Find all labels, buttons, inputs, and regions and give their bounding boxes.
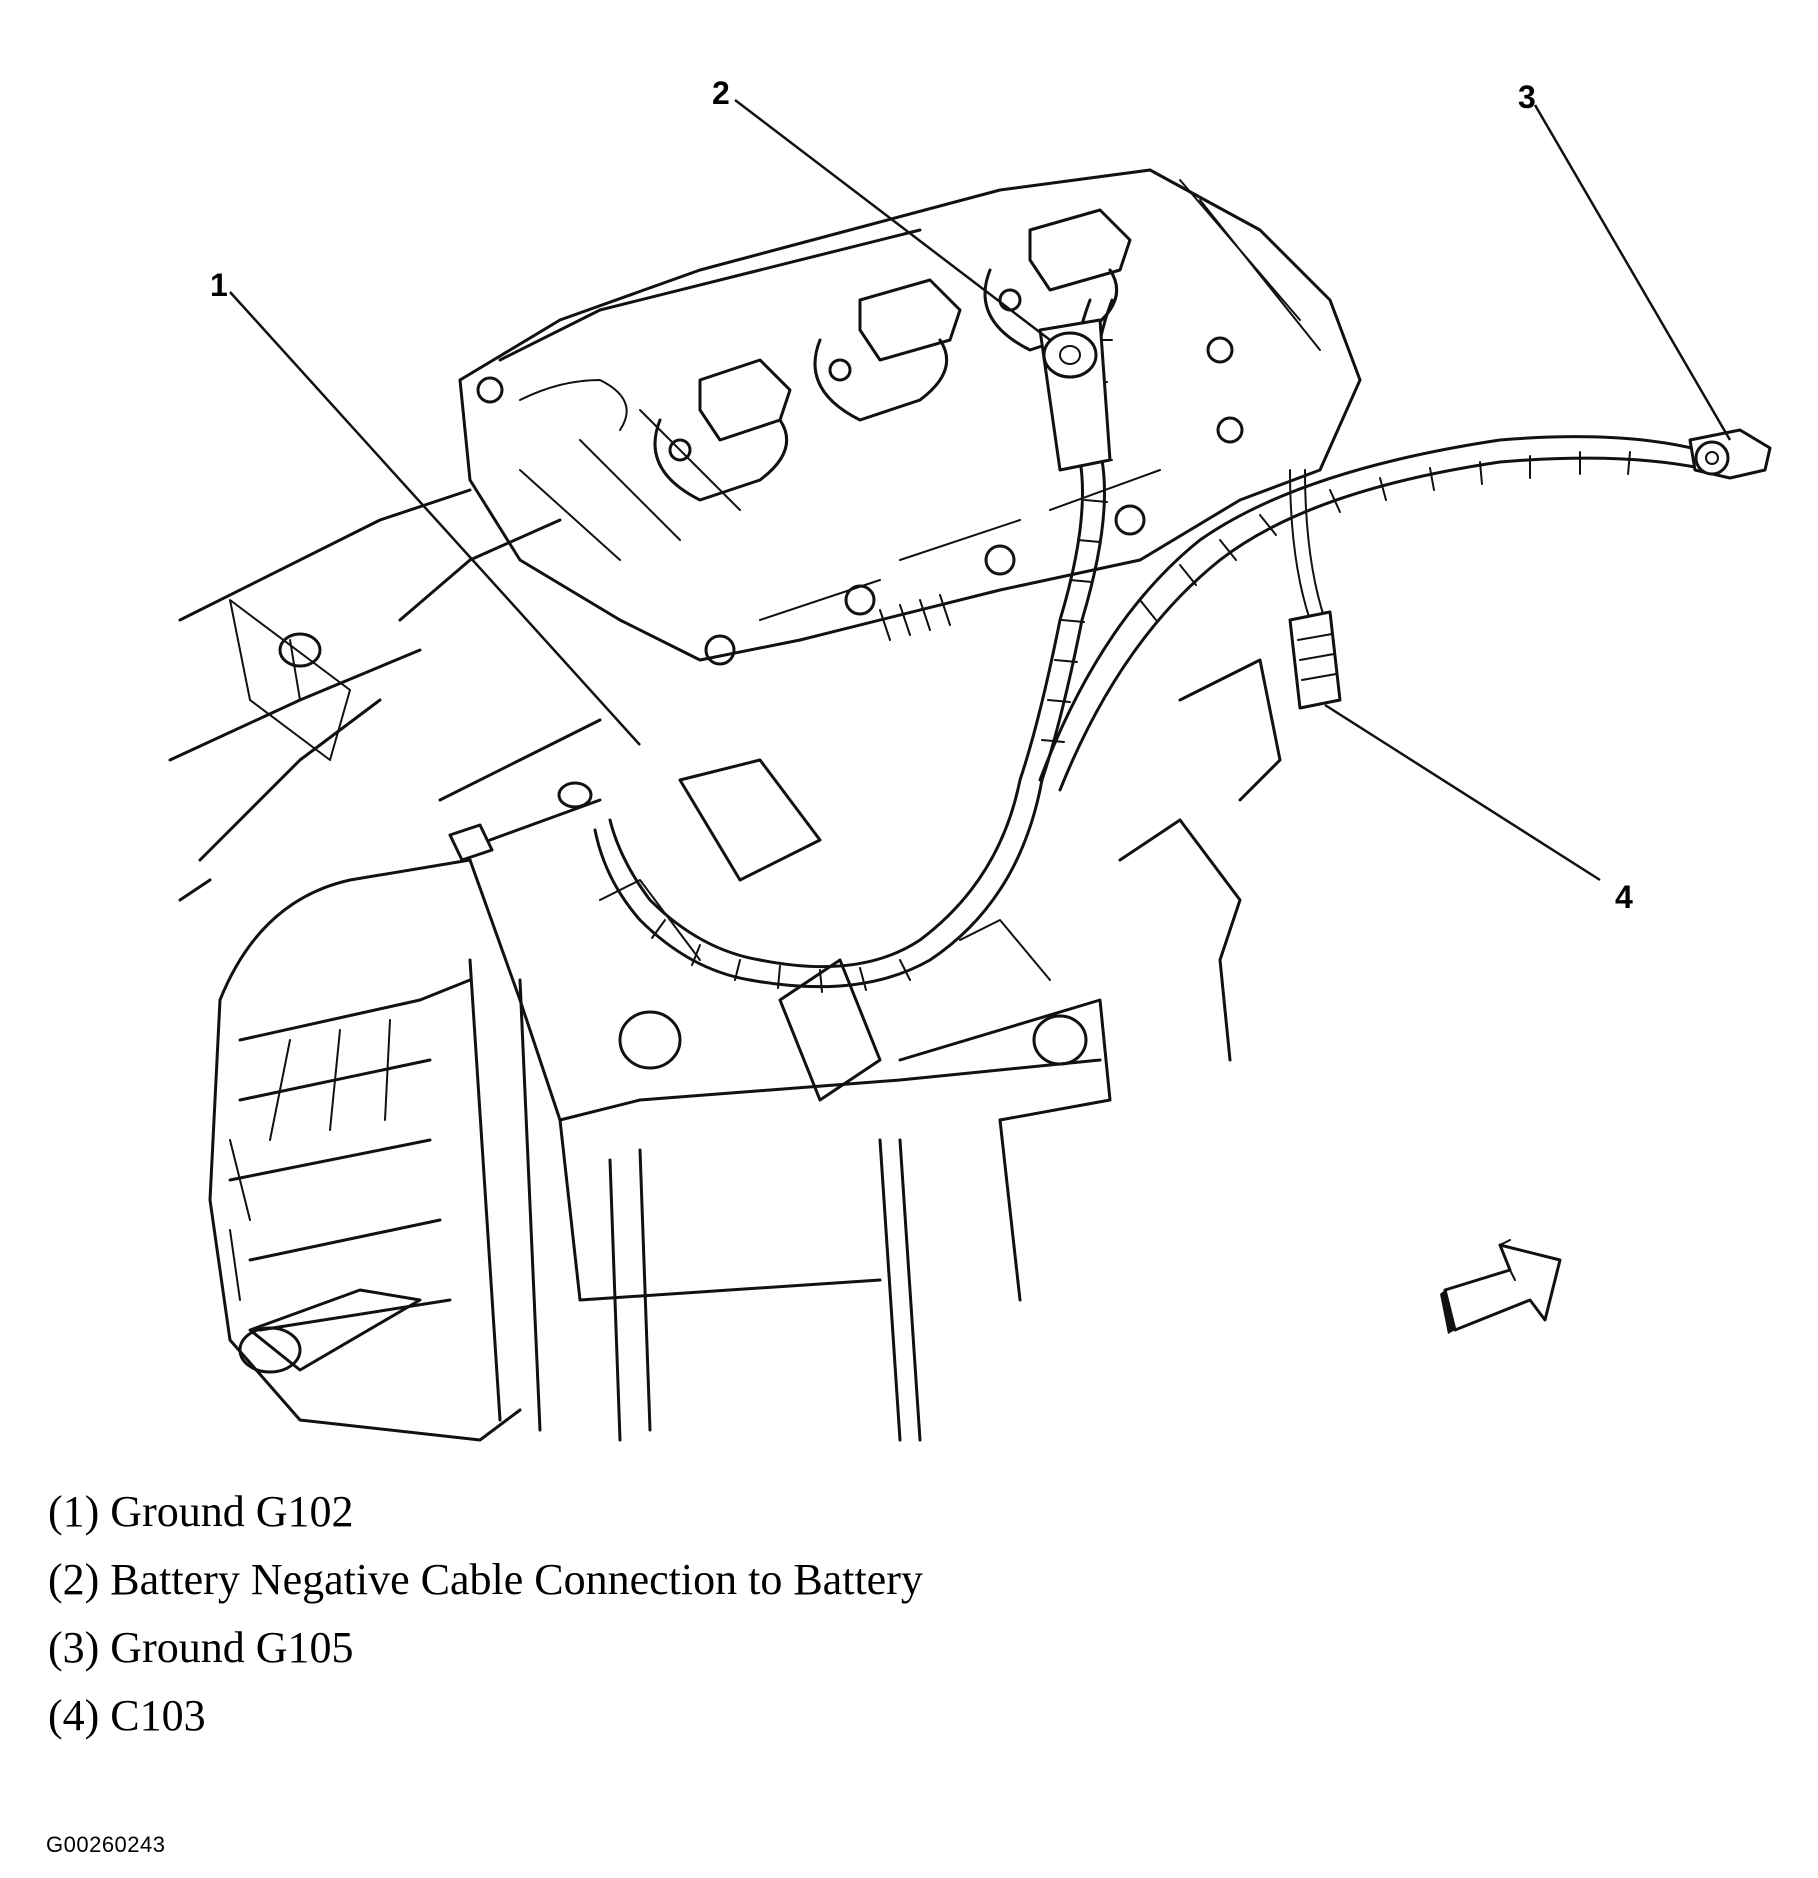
transmission-housing <box>168 488 542 1442</box>
callout-2: 2 <box>712 75 730 111</box>
direction-arrow-icon <box>1440 1239 1562 1334</box>
callout-1: 1 <box>210 267 228 303</box>
engine-block <box>398 518 1282 1442</box>
figure-id: G00260243 <box>46 1832 166 1857</box>
wiring-harness <box>448 298 1772 993</box>
legend-item-battery-negative-cable: (2) Battery Negative Cable Connection to… <box>48 1555 923 1604</box>
leader-line-1 <box>229 291 641 746</box>
legend-item-c103: (4) C103 <box>48 1691 206 1740</box>
leader-line-2 <box>734 99 1051 341</box>
callout-3: 3 <box>1518 79 1536 115</box>
legend-item-ground-g105: (3) Ground G105 <box>48 1623 354 1672</box>
leader-line-3 <box>1533 104 1732 441</box>
valve-cover <box>458 168 1362 666</box>
legend: (1) Ground G102 (2) Battery Negative Cab… <box>48 1478 1148 1750</box>
callout-4: 4 <box>1615 879 1633 915</box>
leader-line-4 <box>1324 703 1601 882</box>
engine-wiring-diagram: 1 2 3 4 <box>168 75 1772 1442</box>
legend-item-ground-g102: (1) Ground G102 <box>48 1487 354 1536</box>
